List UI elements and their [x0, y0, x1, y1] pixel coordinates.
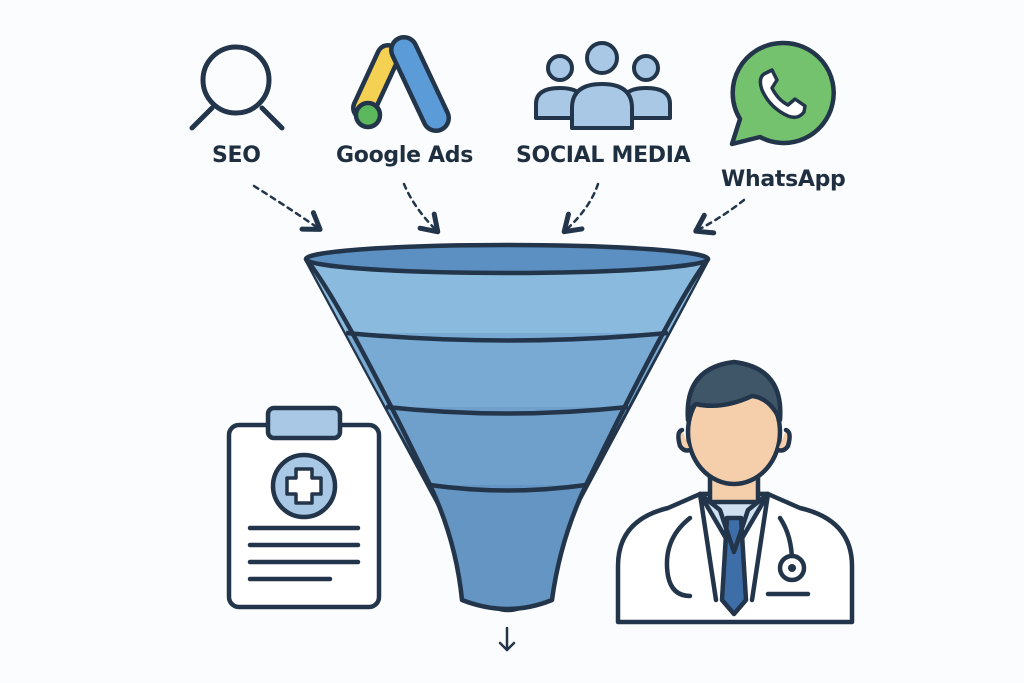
funnel-stage-1 [306, 259, 708, 333]
seo-arrow [252, 184, 323, 232]
whatsapp-icon [729, 40, 836, 147]
doctor-hair [685, 359, 783, 423]
google-ads-arrow [402, 182, 441, 235]
traffic-arrows [252, 182, 746, 236]
google-ads-icon [351, 35, 451, 133]
whatsapp-label: WhatsApp [721, 167, 846, 192]
funnel-rim [303, 242, 711, 276]
google-ads-label: Google Ads [336, 143, 474, 168]
people-group-icon [534, 41, 672, 130]
funnel-stage-4 [430, 485, 586, 610]
funnel [303, 242, 711, 613]
down-arrow-icon [498, 626, 516, 652]
stethoscope [664, 515, 693, 599]
funnel-stage-3 [386, 407, 628, 485]
medical-clipboard-icon [226, 405, 382, 610]
magnifier-icon [189, 44, 285, 131]
social-media-label: SOCIAL MEDIA [516, 143, 691, 168]
seo-label: SEO [212, 143, 261, 168]
doctor-tie [719, 515, 749, 617]
social-media-arrow [561, 182, 600, 235]
funnel-stage-2 [346, 333, 668, 407]
doctor-icon [615, 359, 855, 625]
whatsapp-arrow [693, 198, 746, 236]
